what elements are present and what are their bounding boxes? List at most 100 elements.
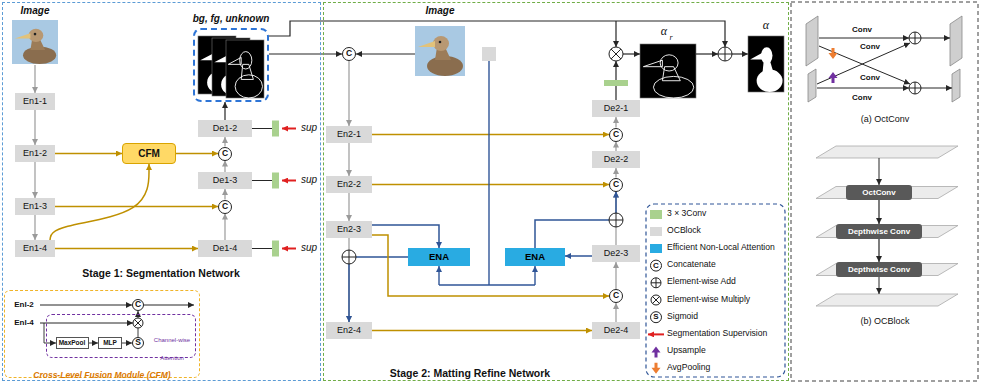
node-label: C [222,149,228,159]
ena-box: ENA [408,248,470,266]
legend-entry: Element-wise Add [667,277,736,287]
connector [34,110,35,145]
bird-figure [214,55,227,62]
wire [488,61,489,285]
wire [615,21,616,47]
feature-map [950,16,962,66]
supervision-label: sup [301,242,317,254]
panel-title: Stage 2: Matting Refine Network [390,367,550,379]
connector [372,225,439,248]
stage-panel: CEn2-1En2-2En2-3En2-4ENAENADe2-1CDe2-2CD… [323,2,789,381]
panel-title: Cross-Level Fusion Module (CFM) [33,370,170,380]
title-holder: Stage 2: Matting Refine Network [390,363,550,381]
wire [356,53,415,54]
ocblock-box: En1-3 [15,198,55,215]
connector [89,343,99,344]
legend-frame [646,204,785,377]
bird-eye [34,33,37,36]
alpha-label: α [661,25,667,39]
stage-panel: En1-1En1-2En1-3En1-4CFMbg, fg, unknownDe… [2,2,321,381]
legend-entry: Concatenate [667,260,716,270]
wire [921,38,950,39]
connector [878,239,879,262]
image-panel [12,20,58,64]
add-symbol [909,32,921,44]
wire [252,128,272,129]
legend-text: AvgPooling [667,362,710,372]
wire [623,53,640,54]
connector [224,102,225,120]
image-panel [640,44,696,98]
legend-swatch [650,210,662,219]
node-label: C [222,202,228,212]
connector [615,142,616,152]
supervision-arrow [282,128,296,130]
node-label: S [135,338,141,348]
sub-caption: (a) OctConv [861,114,910,124]
alpha-label: α [763,19,769,33]
legend-entry: Upsample [667,346,706,356]
ocblock-box: De1-2 [198,120,252,137]
conv-label: Conv [852,25,872,34]
upsample-arrow [829,72,838,83]
panel-title: Stage 1: Segmentation Network [82,267,240,279]
add-symbol [909,82,921,94]
avgpool-arrow [829,48,838,59]
legend-entry: Element-wise Multiply [667,295,750,305]
wire [615,61,616,80]
ocblock-box: En1-2 [15,145,55,162]
connector [348,143,349,176]
bird-figure [653,76,693,98]
bird-eye [439,41,442,44]
wire [34,65,35,93]
node-label: MaxPool [59,339,86,346]
add-symbol [718,47,732,61]
wire [439,284,535,285]
conv-label: Conv [852,93,872,102]
title-holder: Cross-Level Fusion Module (CFM) [33,364,170,382]
supervision-label: sup [301,174,317,186]
feature-plate [816,146,958,158]
connector [372,134,609,136]
connector [372,330,592,332]
legend-entry: AvgPooling [667,363,710,373]
panel-border [791,2,978,381]
connector [615,303,616,322]
connector [224,189,225,200]
bird-figure [15,33,31,38]
multiply-symbol [651,295,661,305]
legend-swatch [650,244,662,253]
wire [879,277,880,294]
connector [565,255,592,257]
multiply-symbol [609,47,623,61]
bird-figure [235,75,262,98]
legend-entry: OCBlock [667,226,701,236]
node-label: ENA [525,252,545,263]
legend-entry: Efficient Non-Local Attention [667,243,775,253]
panel-title: Channel-wise Attention [154,337,190,361]
connector [348,61,349,126]
symbol-letter: S [653,312,658,321]
node-label: De1-3 [213,175,238,185]
conv3x3-bar [272,173,279,189]
wire [534,266,535,285]
wire [819,46,910,84]
sub-caption: (b) OCBlock [860,316,909,326]
conv-box: Depthwise Conv [836,224,922,239]
sub-caption: (a) OctConv [861,114,910,124]
sub-caption: (b) OCBlock [860,316,909,326]
connector [34,162,35,198]
node-label: En1-1 [23,96,47,106]
connector [224,161,225,173]
title-holder: bg, fg, unknown [193,8,270,26]
feature-map [808,69,816,102]
add-symbol [651,278,661,288]
node-label: ENA [429,252,449,263]
connector [348,193,349,221]
operator-circle: C [609,128,623,142]
ocblock-box: En2-3 [326,221,372,238]
legend-text: Sigmoid [667,311,698,321]
